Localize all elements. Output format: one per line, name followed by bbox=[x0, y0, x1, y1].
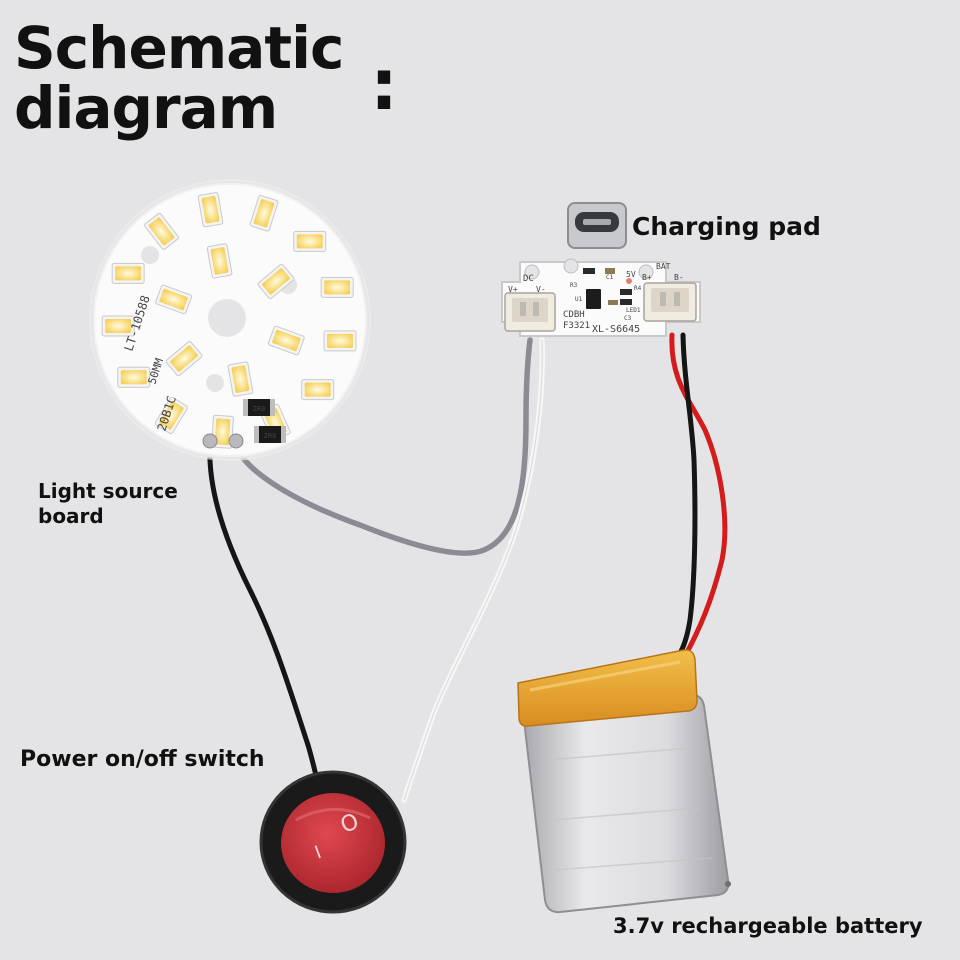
title-line-1: Schematic bbox=[14, 14, 344, 82]
charging-pad-label: Charging pad bbox=[632, 212, 821, 241]
mounting-hole bbox=[638, 264, 654, 280]
led-chip bbox=[301, 379, 335, 401]
mounting-hole bbox=[524, 264, 540, 280]
led-chip bbox=[197, 192, 224, 228]
smd-resistor: 2R0 bbox=[243, 399, 275, 416]
title-colon: : bbox=[370, 44, 398, 126]
u1-label: U1 bbox=[575, 296, 583, 303]
v-plus-label: V+ bbox=[508, 285, 518, 294]
smd-part bbox=[605, 268, 615, 274]
led-positive-gray-wire bbox=[233, 337, 533, 556]
led-chip-group bbox=[101, 192, 357, 449]
solder-pad-negative bbox=[202, 433, 218, 449]
board-code-2: F3321 bbox=[563, 321, 590, 331]
mounting-hole bbox=[141, 246, 159, 264]
battery-kapton-tape bbox=[517, 649, 698, 727]
mounting-hole bbox=[208, 299, 246, 337]
b-minus-label: B- bbox=[674, 273, 684, 282]
led-chip bbox=[293, 230, 327, 252]
led-chip bbox=[206, 243, 233, 279]
led-chip bbox=[101, 315, 135, 337]
charging-pad-board: DC V+ V- BAT B+ B- 5V R3 R4 C1 C3 U1 LED… bbox=[501, 202, 701, 337]
led-chip bbox=[267, 325, 305, 356]
led-chip bbox=[165, 340, 203, 377]
battery-label: 3.7v rechargeable battery bbox=[613, 914, 923, 938]
c1-label: C1 bbox=[606, 274, 614, 281]
light-source-board: 2R0 2R0 LT-10588 50MM 20B1C bbox=[89, 179, 371, 461]
led-chip bbox=[144, 212, 179, 250]
lipo-battery bbox=[517, 649, 731, 914]
smd-part bbox=[608, 300, 618, 305]
smd-part bbox=[583, 268, 595, 274]
power-switch-label: Power on/off switch bbox=[20, 747, 265, 772]
led-chip bbox=[155, 284, 193, 315]
led1-label: LED1 bbox=[626, 307, 641, 314]
led-chip bbox=[320, 276, 354, 298]
r3-label: R3 bbox=[570, 282, 578, 289]
page-title: Schematic diagram bbox=[14, 14, 344, 142]
5v-label: 5V bbox=[626, 270, 636, 279]
led-chip bbox=[249, 195, 279, 232]
led-chip bbox=[323, 330, 357, 352]
b-plus-label: B+ bbox=[642, 273, 652, 282]
switch-rocker[interactable] bbox=[281, 793, 385, 893]
led-chip bbox=[154, 396, 189, 435]
led-chip bbox=[257, 263, 295, 300]
led-negative-black-wire bbox=[207, 443, 325, 803]
charger-ic bbox=[586, 289, 601, 309]
switch-white-wire bbox=[401, 337, 545, 803]
resistor-code: 2R0 bbox=[253, 405, 266, 413]
mounting-hole bbox=[563, 258, 579, 274]
mounting-hole bbox=[206, 374, 224, 392]
dc-label: DC bbox=[523, 274, 534, 284]
dc-connector bbox=[504, 292, 556, 332]
r4-label: R4 bbox=[634, 285, 642, 292]
status-led bbox=[626, 278, 632, 284]
resistor-code: 2R0 bbox=[264, 432, 277, 440]
c3-label: C3 bbox=[624, 315, 632, 322]
led-chip bbox=[227, 361, 254, 397]
smd-resistor: 2R0 bbox=[254, 426, 286, 443]
v-minus-label: V- bbox=[536, 285, 546, 294]
solder-pad-positive bbox=[228, 433, 244, 449]
battery-connector bbox=[643, 282, 697, 322]
smd-part bbox=[620, 299, 632, 305]
power-switch[interactable]: O I bbox=[259, 770, 407, 914]
led-chip bbox=[111, 262, 145, 284]
board-code-1: CDBH bbox=[563, 310, 585, 320]
battery-positive-wire bbox=[669, 332, 728, 668]
battery-body bbox=[522, 693, 730, 914]
light-source-board-label: Light source board bbox=[38, 479, 178, 528]
board-model: XL-S6645 bbox=[592, 324, 640, 335]
battery-negative-wire bbox=[669, 332, 698, 668]
led-chip bbox=[117, 366, 151, 388]
usb-c-port bbox=[567, 202, 627, 249]
smd-part bbox=[620, 289, 632, 295]
title-line-2: diagram bbox=[14, 74, 278, 142]
wires bbox=[207, 332, 728, 803]
bat-label: BAT bbox=[656, 262, 671, 271]
